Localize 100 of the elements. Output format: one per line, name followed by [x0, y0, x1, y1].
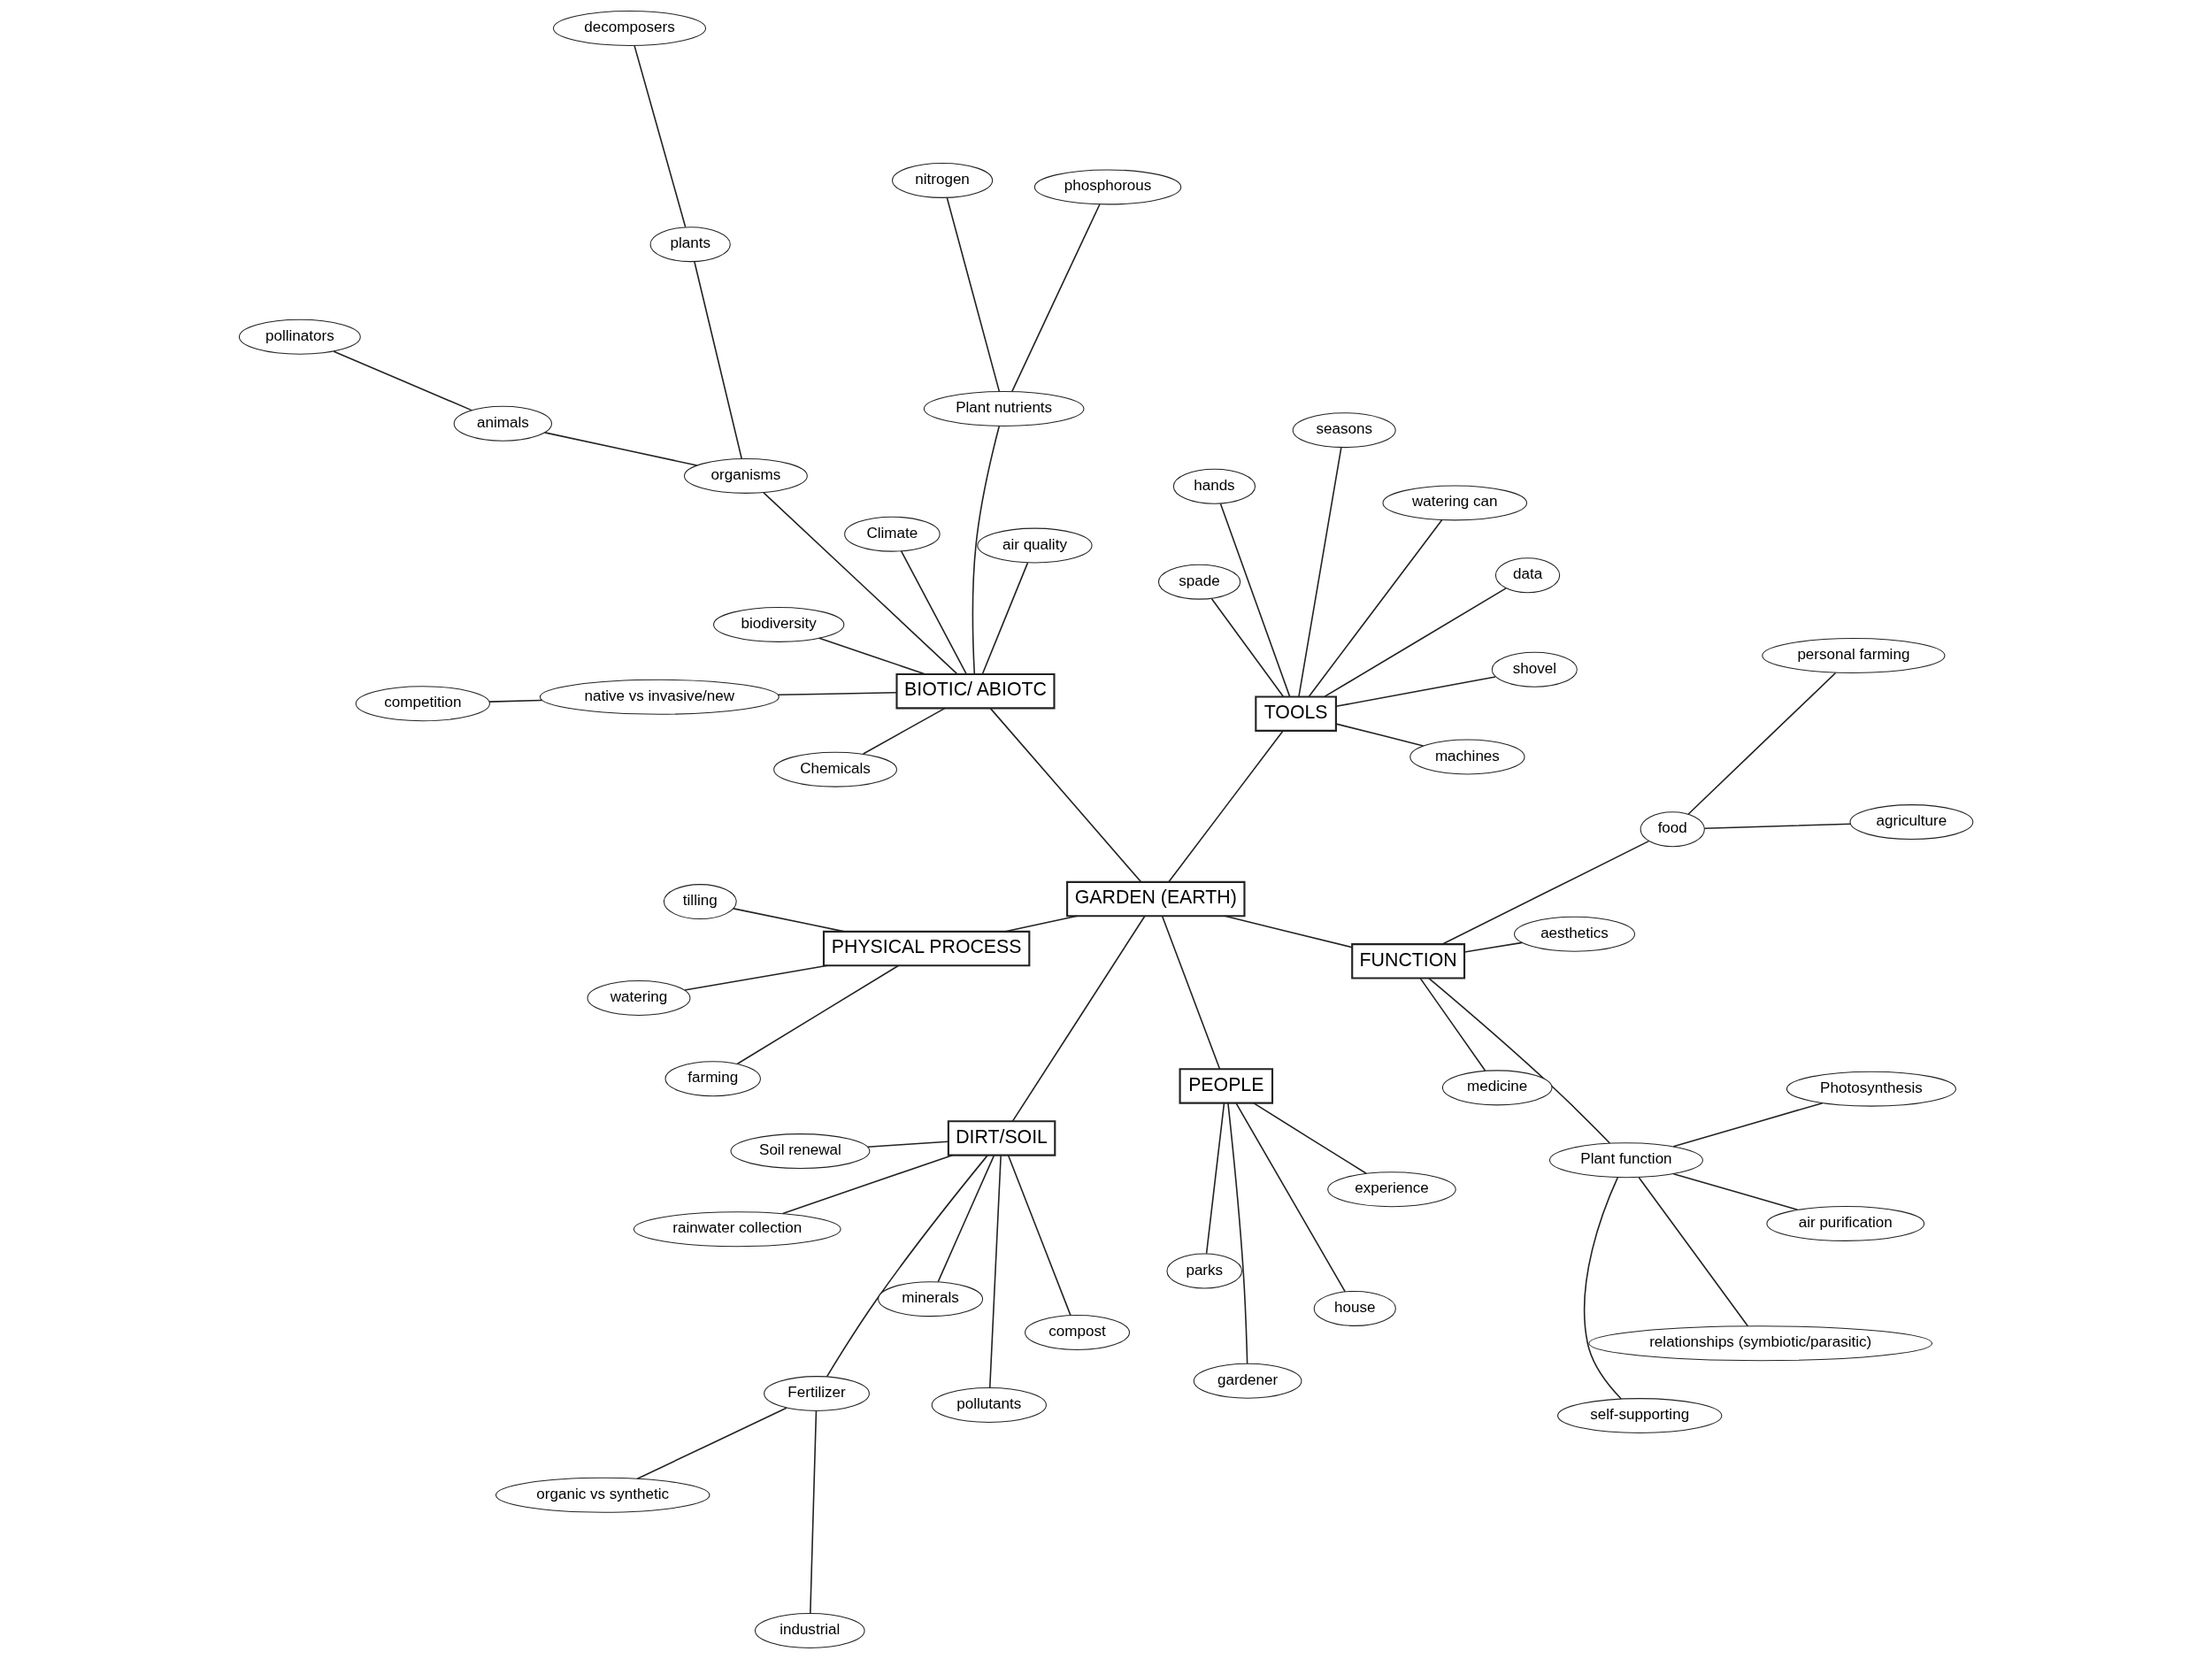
connector — [1004, 915, 1079, 933]
node-box: PHYSICAL PROCESS — [822, 930, 1031, 967]
node-ellipse: minerals — [878, 1281, 984, 1317]
node-ellipse: watering can — [1382, 485, 1528, 521]
connector — [1463, 941, 1524, 953]
connector — [1638, 1176, 1749, 1327]
connector — [1205, 1102, 1225, 1255]
node-ellipse: air quality — [977, 527, 1093, 564]
connector — [1672, 1172, 1799, 1210]
connector — [733, 908, 846, 933]
connector — [763, 492, 958, 675]
connector — [900, 550, 968, 675]
connector — [1210, 597, 1285, 697]
node-ellipse: phosphorous — [1033, 169, 1182, 205]
node-ellipse: rainwater collection — [633, 1211, 841, 1248]
node-ellipse: data — [1494, 557, 1561, 594]
connector — [1419, 977, 1486, 1071]
node-ellipse: self-supporting — [1557, 1398, 1723, 1434]
connector — [1441, 840, 1650, 945]
connector — [1308, 519, 1443, 697]
connector — [1011, 204, 1101, 393]
node-ellipse: industrial — [754, 1613, 865, 1649]
node-ellipse: Fertilizer — [764, 1376, 870, 1412]
connector — [1252, 1102, 1367, 1175]
node-box: DIRT/SOIL — [947, 1120, 1056, 1156]
connector — [636, 1407, 787, 1479]
node-ellipse: shovel — [1491, 651, 1578, 687]
connector — [736, 964, 900, 1065]
connector — [782, 1154, 953, 1215]
connector — [1011, 915, 1146, 1122]
connector — [1227, 1102, 1248, 1364]
connector — [937, 1155, 995, 1283]
connector — [1687, 672, 1837, 815]
node-ellipse: organisms — [684, 457, 808, 494]
node-ellipse: animals — [453, 405, 552, 442]
node-box: TOOLS — [1255, 695, 1337, 732]
node-ellipse: compost — [1025, 1315, 1130, 1351]
node-ellipse: air purification — [1766, 1205, 1925, 1241]
node-ellipse: pollutants — [931, 1386, 1047, 1423]
node-ellipse: hands — [1172, 468, 1256, 504]
connector — [543, 432, 698, 466]
node-ellipse: Chemicals — [773, 751, 897, 787]
connector — [1235, 1102, 1347, 1293]
connector — [1168, 730, 1284, 883]
node-ellipse: competition — [355, 686, 490, 722]
node-ellipse: plants — [649, 227, 731, 263]
node-ellipse: Photosynthesis — [1786, 1071, 1956, 1107]
node-ellipse: aesthetics — [1514, 916, 1636, 952]
connector — [988, 1154, 1002, 1388]
connector — [1298, 447, 1342, 697]
node-ellipse: medicine — [1441, 1070, 1553, 1106]
node-box: GARDEN (EARTH) — [1066, 880, 1246, 918]
connector — [684, 964, 829, 991]
connector — [1161, 915, 1221, 1070]
node-ellipse: Plant function — [1548, 1142, 1703, 1179]
connector — [989, 707, 1142, 883]
connector — [862, 707, 946, 755]
node-ellipse: native vs invasive/new — [539, 679, 780, 715]
connector — [634, 44, 687, 228]
node-ellipse: spade — [1157, 564, 1241, 600]
connector — [333, 350, 472, 411]
node-ellipse: agriculture — [1849, 804, 1974, 841]
node-ellipse: decomposers — [552, 11, 707, 46]
connector — [1007, 1155, 1071, 1317]
connector — [1219, 503, 1291, 698]
node-ellipse: house — [1313, 1290, 1396, 1326]
connector — [1324, 588, 1507, 697]
node-ellipse: organic vs synthetic — [495, 1477, 710, 1513]
connector — [694, 260, 742, 459]
connector — [818, 637, 926, 675]
node-ellipse: parks — [1166, 1253, 1243, 1289]
connector — [1703, 823, 1852, 829]
node-ellipse: watering — [587, 979, 691, 1016]
node-ellipse: gardener — [1193, 1363, 1302, 1399]
connector — [1672, 1102, 1824, 1148]
connector — [1428, 977, 1611, 1144]
node-ellipse: nitrogen — [891, 162, 994, 198]
node-ellipse: food — [1640, 811, 1705, 848]
node-ellipse: seasons — [1292, 412, 1396, 449]
node-ellipse: farming — [664, 1061, 761, 1097]
node-ellipse: Climate — [844, 516, 941, 552]
node-ellipse: Plant nutrients — [923, 390, 1085, 426]
connector — [972, 426, 1001, 675]
node-ellipse: Soil renewal — [730, 1133, 871, 1170]
node-box: PEOPLE — [1179, 1068, 1274, 1104]
node-ellipse: pollinators — [238, 319, 361, 355]
node-box: BIOTIC/ ABIOTC — [895, 672, 1056, 710]
connector — [1583, 1177, 1623, 1400]
node-ellipse: personal farming — [1762, 638, 1946, 674]
connector — [866, 1141, 949, 1148]
node-ellipse: experience — [1327, 1171, 1456, 1208]
connector — [810, 1410, 818, 1615]
connector — [1224, 915, 1353, 949]
connector — [488, 699, 543, 703]
connector — [777, 692, 898, 696]
connector — [946, 196, 1001, 392]
node-ellipse: biodiversity — [713, 606, 845, 642]
node-box: FUNCTION — [1351, 943, 1466, 979]
connector — [981, 562, 1029, 675]
node-ellipse: machines — [1409, 739, 1525, 775]
